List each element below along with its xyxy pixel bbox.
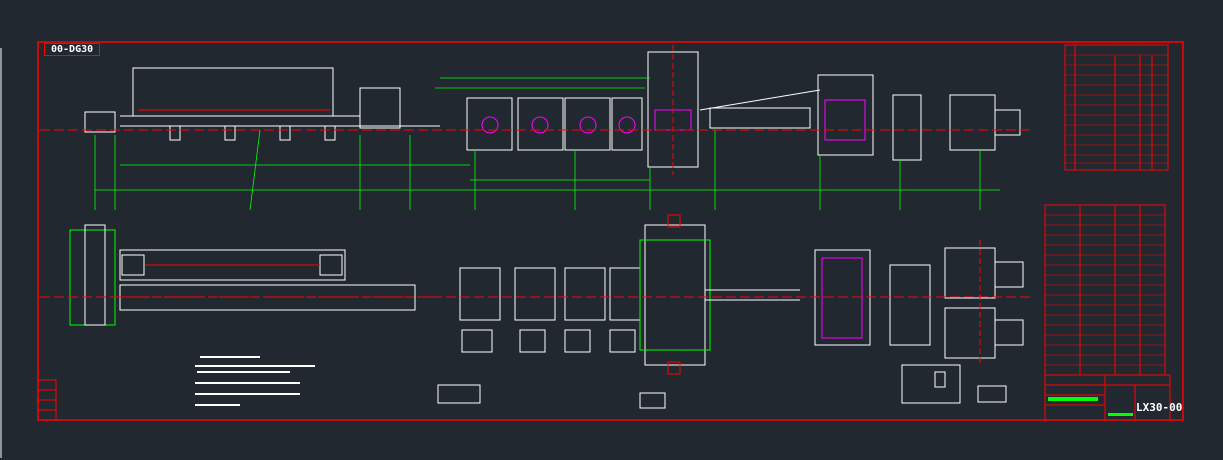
parts-list-lower <box>1044 204 1166 376</box>
parts-list-upper <box>1064 44 1169 171</box>
revision-strip <box>37 379 57 421</box>
elevation-view <box>40 45 1030 211</box>
callout-box-2 <box>639 392 666 409</box>
callout-box-1 <box>437 384 481 404</box>
sheet-code-label: 00-DG30 <box>44 43 101 56</box>
plan-view <box>40 214 1030 409</box>
drawing-number: LX30-00 <box>1136 401 1183 414</box>
callout-box-3 <box>977 385 1007 403</box>
drawing-frame <box>37 41 1184 421</box>
